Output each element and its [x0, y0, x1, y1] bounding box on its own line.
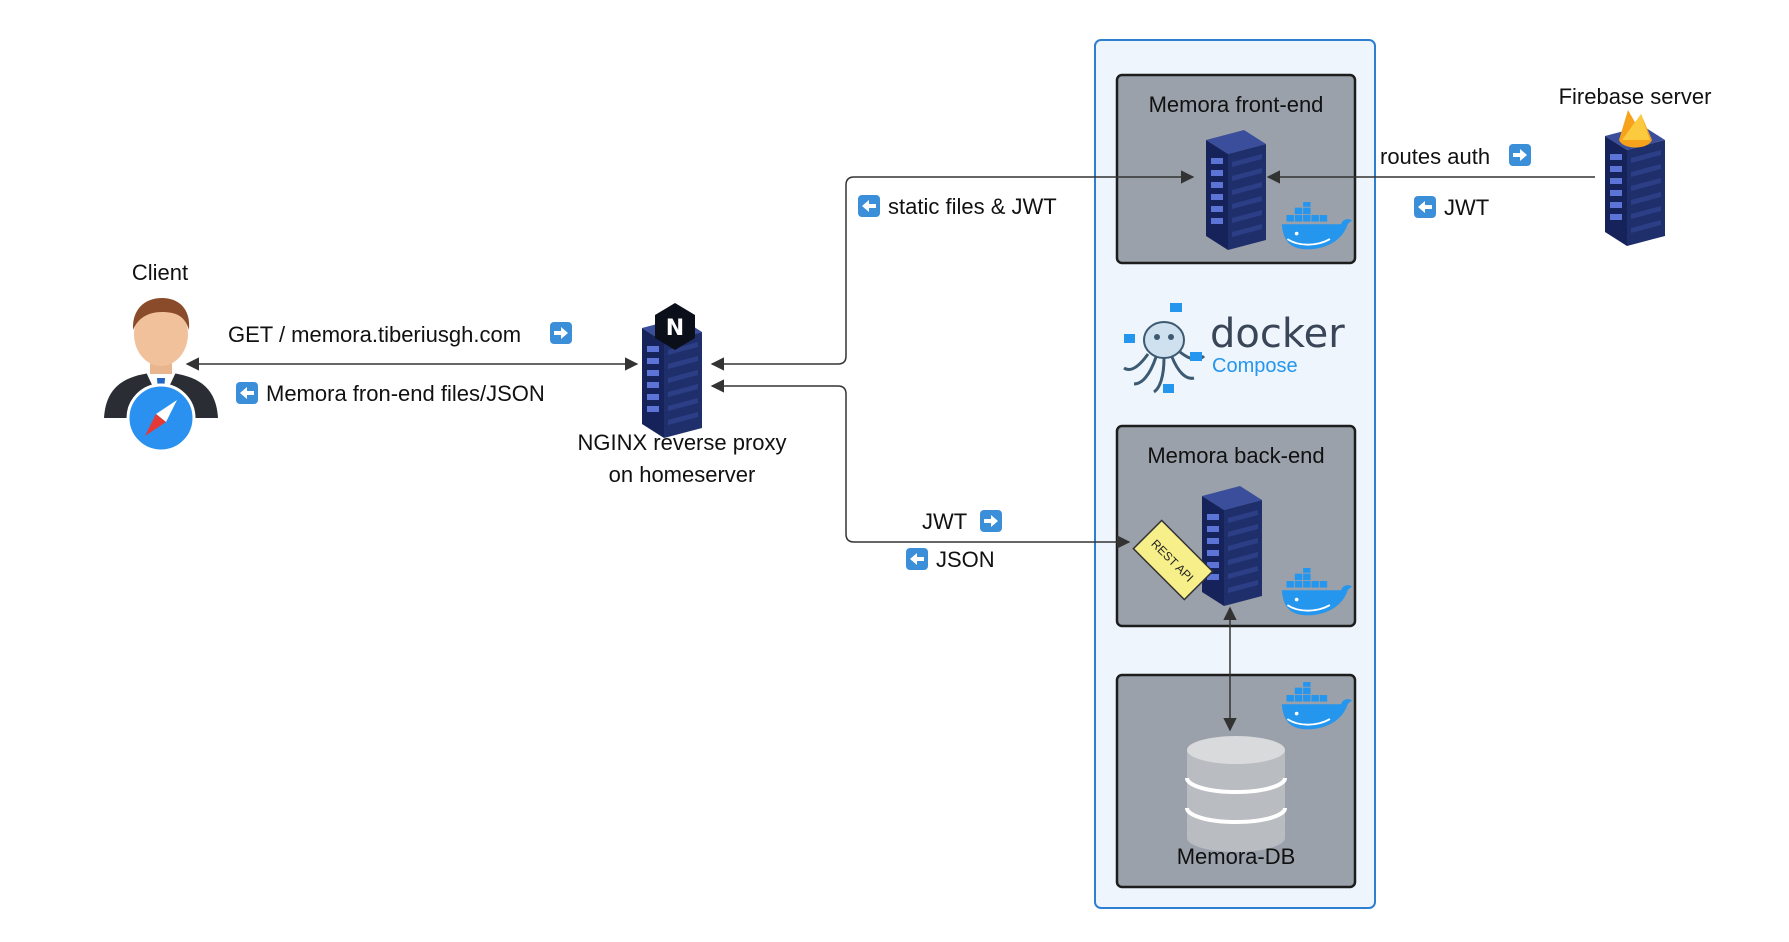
arrow-left-icon: [858, 195, 880, 217]
firebase-label: Firebase server: [1559, 84, 1712, 109]
frontend-server-icon: [1206, 130, 1266, 250]
safari-icon: [126, 383, 196, 453]
arrow-left-icon: [236, 382, 258, 404]
label-firebase-route: routes auth: [1380, 144, 1531, 169]
label-frontend-response: static files & JWT: [858, 194, 1057, 219]
svg-text:static files & JWT: static files & JWT: [888, 194, 1057, 219]
svg-text:N: N: [666, 316, 684, 341]
backend-server-icon: [1202, 486, 1262, 606]
compose-word: Compose: [1212, 355, 1298, 377]
nginx-label-line2: on homeserver: [609, 462, 756, 487]
label-backend-request: JWT: [922, 509, 1002, 534]
svg-text:Memora fron-end files/JSON: Memora fron-end files/JSON: [266, 381, 545, 406]
database-icon: [1185, 736, 1287, 852]
label-client-request: GET / memora.tiberiusgh.com: [228, 322, 572, 347]
svg-text:JWT: JWT: [922, 509, 967, 534]
docker-word: docker: [1210, 311, 1345, 357]
svg-text:routes auth: routes auth: [1380, 144, 1490, 169]
arrow-right-icon: [980, 510, 1002, 532]
nginx-label-line1: NGINX reverse proxy: [577, 430, 786, 455]
arrow-left-icon: [1414, 196, 1436, 218]
firebase-flame-icon: [1619, 110, 1652, 148]
edge-nginx-backend: [710, 379, 1131, 549]
backend-title: Memora back-end: [1147, 443, 1324, 468]
edge-nginx-frontend: [710, 170, 1195, 371]
svg-text:JWT: JWT: [1444, 195, 1489, 220]
nginx-logo-icon: N: [655, 303, 695, 350]
frontend-title: Memora front-end: [1149, 92, 1324, 117]
arrow-right-icon: [1509, 144, 1531, 166]
arrow-right-icon: [550, 322, 572, 344]
client-label: Client: [132, 260, 188, 285]
database-title: Memora-DB: [1177, 844, 1296, 869]
svg-text:JSON: JSON: [936, 547, 995, 572]
label-firebase-jwt: JWT: [1414, 195, 1489, 220]
svg-text:GET / memora.tiberiusgh.com: GET / memora.tiberiusgh.com: [228, 322, 521, 347]
label-backend-response: JSON: [906, 547, 995, 572]
arrow-left-icon: [906, 548, 928, 570]
label-client-response: Memora fron-end files/JSON: [236, 381, 545, 406]
